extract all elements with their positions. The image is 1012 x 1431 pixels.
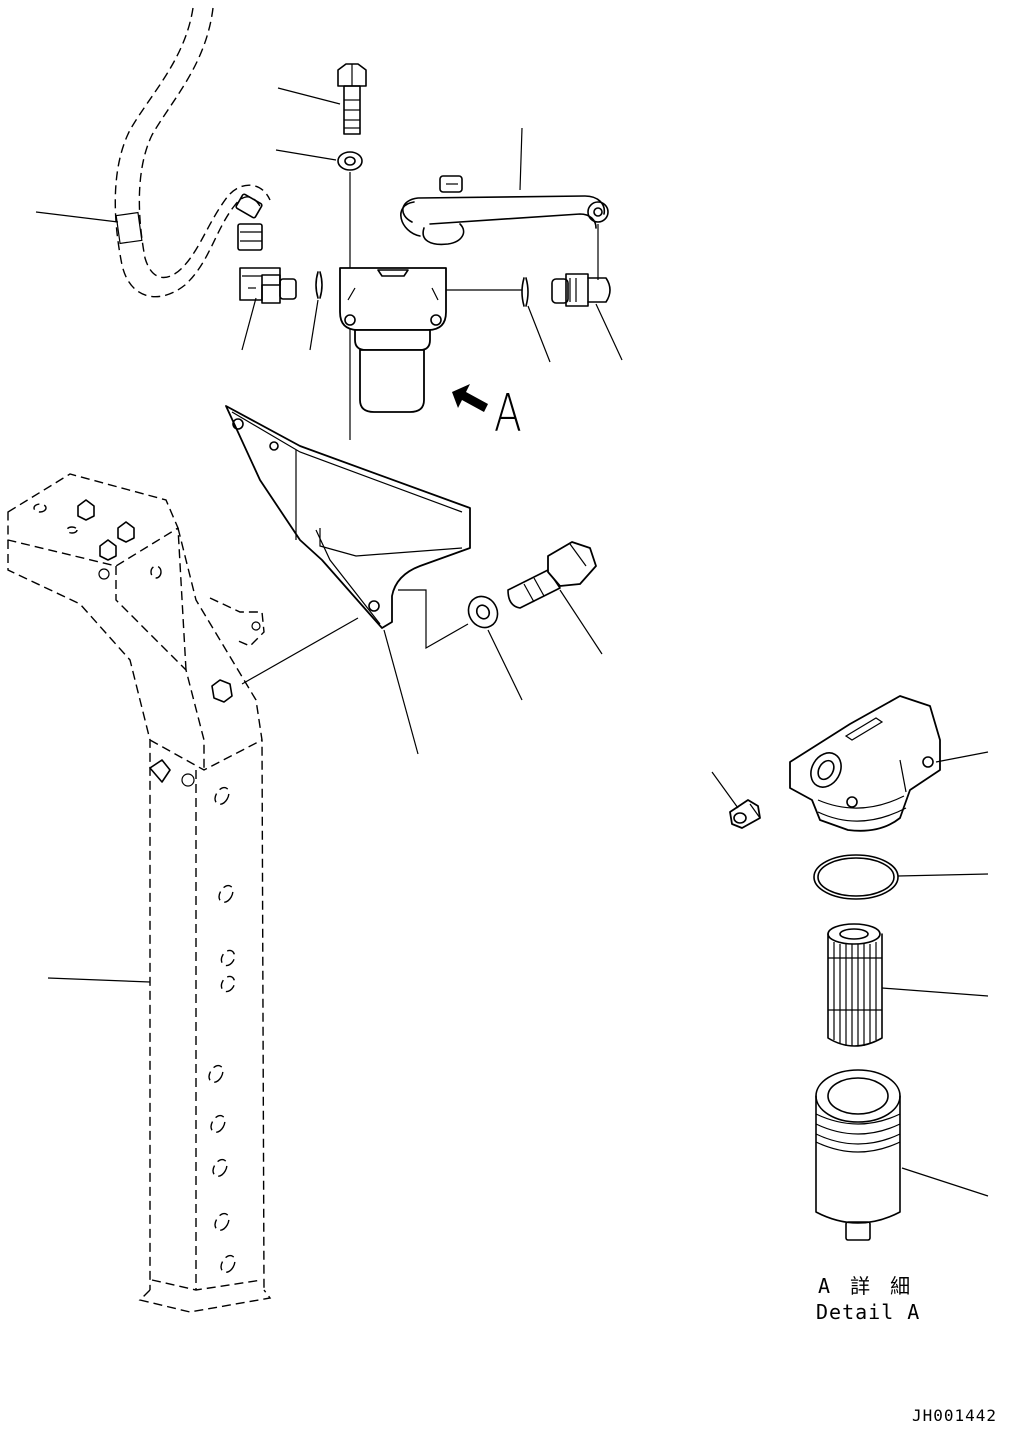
connector-right — [551, 273, 611, 307]
o-ring-right — [521, 277, 529, 307]
fuel-filter-assembly — [339, 267, 447, 413]
view-label: A — [494, 384, 522, 444]
filter-bracket — [225, 405, 471, 629]
detail-a-plug — [729, 799, 761, 829]
detail-title-en: Detail A — [816, 1300, 921, 1324]
hose-end-fitting — [235, 193, 263, 251]
leader-lines — [35, 87, 989, 1197]
washer-middle — [467, 595, 499, 629]
fuel-hose-left — [114, 7, 271, 298]
o-ring-left — [315, 271, 323, 299]
mounting-pillar — [7, 473, 272, 1313]
detail-a-filter-element — [827, 923, 883, 1047]
detail-a-o-ring — [813, 854, 899, 900]
elbow-fitting-left — [239, 267, 297, 304]
bolt-middle — [507, 541, 597, 609]
washer-top — [337, 151, 363, 171]
detail-a-filter-head — [789, 695, 941, 832]
detail-title-jp: A 詳 細 — [818, 1274, 915, 1298]
fuel-tube-right — [400, 175, 609, 280]
drawing-number: JH001442 — [912, 1406, 998, 1425]
view-arrow-icon — [452, 384, 488, 412]
bolt-top — [337, 63, 367, 135]
detail-a-filter-bowl — [815, 1069, 901, 1241]
